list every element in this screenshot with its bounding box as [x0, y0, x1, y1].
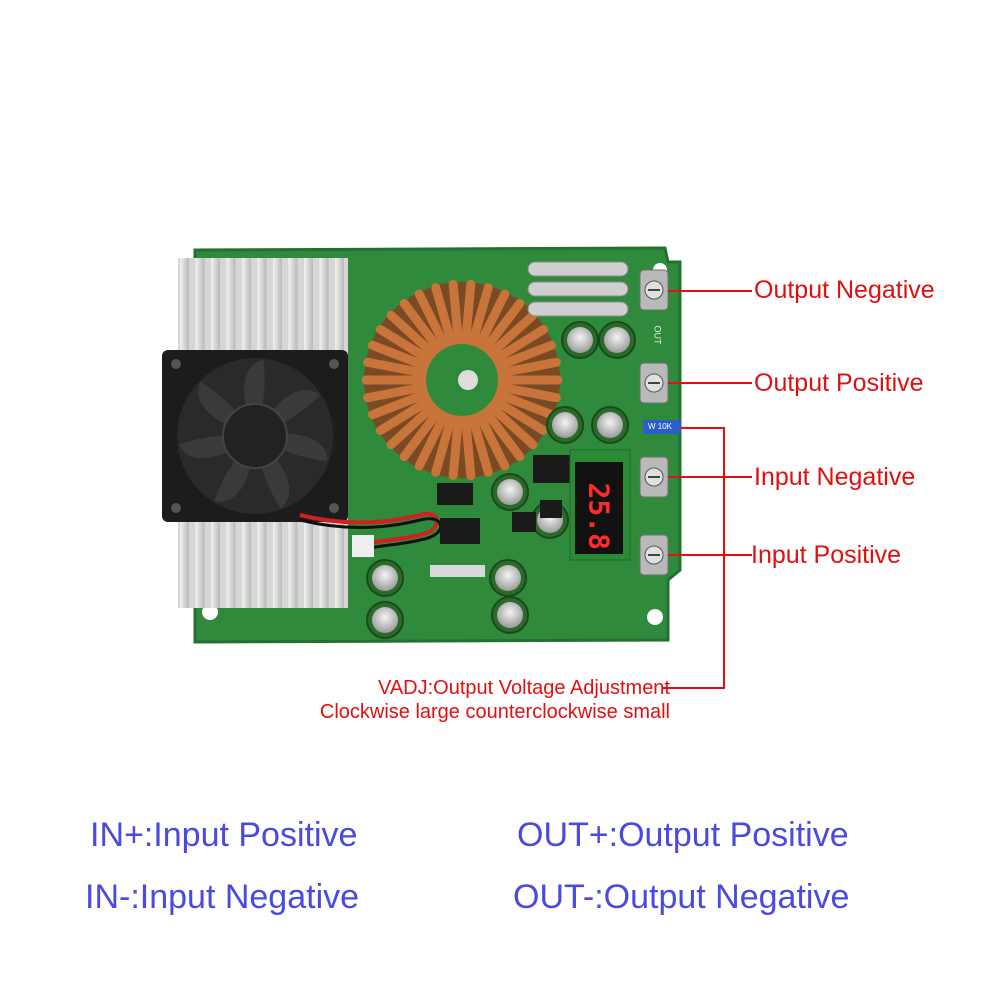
coil-turn — [448, 413, 463, 481]
coil-turn — [480, 405, 525, 462]
label-input-positive: Input Positive — [751, 541, 902, 569]
vadj-note: VADJ:Output Voltage Adjustment Clockwise… — [320, 676, 670, 724]
coil-turn — [399, 298, 444, 355]
capacitor — [561, 321, 599, 359]
coil-turn — [375, 395, 435, 436]
coil-turn — [414, 289, 450, 351]
coil-turn — [467, 283, 493, 348]
coil-turn — [386, 310, 439, 359]
coil-turn — [431, 412, 457, 477]
coil-turn — [431, 283, 457, 348]
fan-wire-red — [299, 511, 439, 547]
vadj-line-1: VADJ:Output Voltage Adjustment — [377, 677, 670, 699]
coil-turn — [448, 279, 463, 347]
capacitor — [598, 321, 636, 359]
voltage-display-module — [569, 449, 631, 561]
coil-turn — [467, 412, 493, 477]
coil-turn — [367, 340, 432, 371]
callout-lines — [662, 290, 752, 689]
ic-chips — [430, 455, 573, 577]
coil-turn — [489, 324, 549, 365]
legend-out-minus: OUT-:Output Negative — [513, 878, 850, 916]
coil-turn — [474, 409, 510, 471]
terminal — [639, 269, 669, 311]
legend-in-plus: IN+:Input Positive — [90, 816, 358, 854]
coil-turn — [489, 395, 549, 436]
electrolytic-capacitors — [366, 321, 636, 639]
coil-turn — [461, 279, 476, 347]
label-output-positive: Output Positive — [754, 369, 924, 397]
capacitor — [489, 559, 527, 597]
terminal — [639, 534, 669, 576]
capacitor — [546, 406, 584, 444]
legend-out-plus: OUT+:Output Positive — [517, 816, 849, 854]
capacitor — [491, 473, 529, 511]
coil-turn — [485, 310, 538, 359]
cooling-fan — [162, 350, 348, 522]
vadj-potentiometer — [643, 420, 681, 434]
fan-wire-black — [299, 517, 443, 552]
legend-in-minus: IN-:Input Negative — [85, 878, 360, 916]
terminal — [639, 456, 669, 498]
screw-terminals — [639, 269, 669, 576]
coil-turn — [494, 357, 561, 378]
coil-turn — [461, 413, 476, 481]
coil-turn — [386, 401, 439, 450]
coil-turn — [399, 405, 444, 462]
capacitor — [591, 406, 629, 444]
capacitor — [491, 596, 529, 634]
coil-turn — [480, 298, 525, 355]
coil-turn — [485, 401, 538, 450]
coil-turn — [414, 409, 450, 471]
label-input-negative: Input Negative — [754, 463, 916, 491]
coil-turn — [474, 289, 510, 351]
display-reading: 25.8 — [582, 482, 616, 550]
coil-turn — [363, 357, 430, 378]
coil-turn — [492, 340, 557, 371]
coil-turn — [363, 382, 430, 403]
coil-turn — [375, 324, 435, 365]
terminal — [639, 362, 669, 404]
fan-connector — [352, 535, 374, 557]
shunt-resistors — [527, 261, 629, 317]
mount-hole — [647, 609, 663, 625]
coil-turn — [367, 389, 432, 420]
out-silkscreen-label: OUT — [652, 325, 663, 345]
vadj-line-2: Clockwise large counterclockwise small — [319, 701, 670, 723]
coil-turn — [492, 389, 557, 420]
coil-turn — [494, 382, 561, 403]
capacitor — [366, 601, 404, 639]
toroid-inductor — [361, 279, 563, 481]
pot-label: W 10K — [648, 422, 673, 431]
capacitor — [366, 559, 404, 597]
label-output-negative: Output Negative — [754, 276, 935, 304]
